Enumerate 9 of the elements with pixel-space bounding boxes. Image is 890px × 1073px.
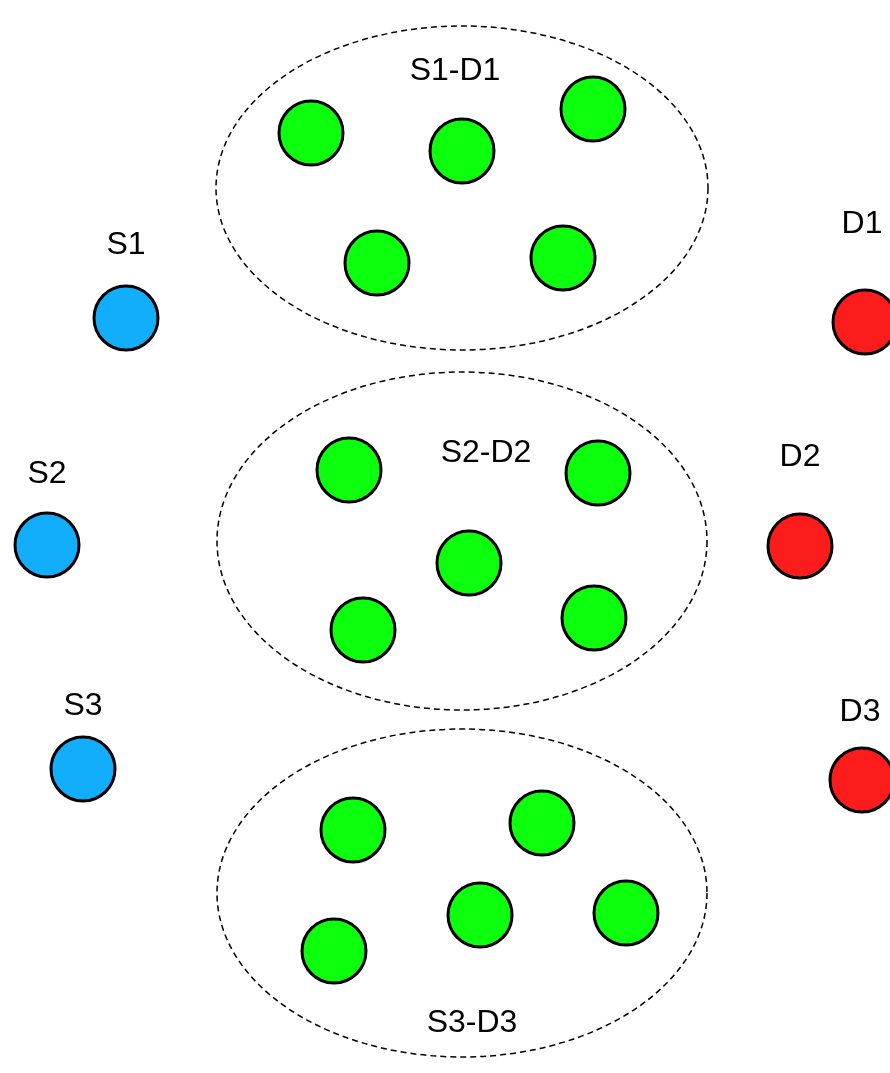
node-label: S2 (27, 454, 67, 490)
node-label: S3 (63, 686, 103, 722)
node-label: S1-D1 (409, 51, 501, 87)
node-label: S2-D2 (440, 433, 532, 469)
node-label: D3 (839, 692, 881, 728)
node-label: S1 (106, 225, 146, 261)
node-label: S3-D3 (426, 1003, 518, 1039)
node-label: D2 (779, 437, 821, 473)
node-label: D1 (841, 204, 883, 240)
